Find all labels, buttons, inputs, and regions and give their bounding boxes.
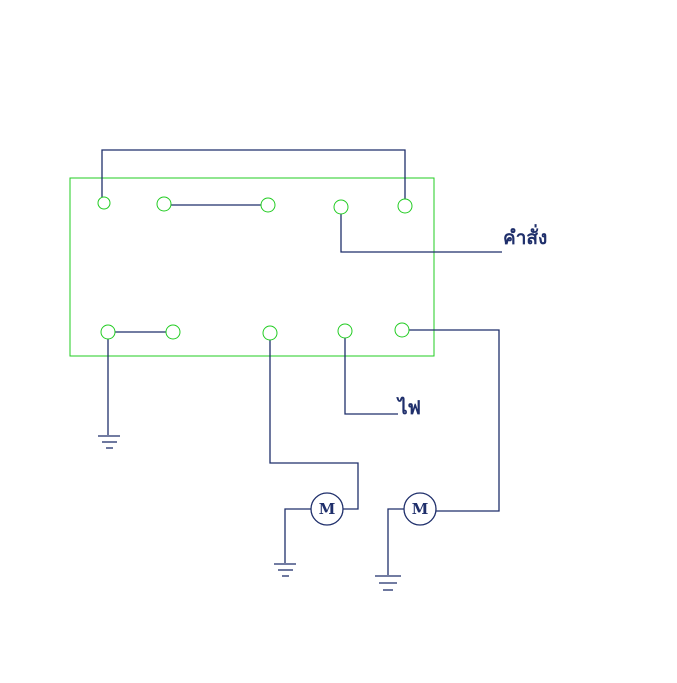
wire-power [344, 338, 398, 415]
relay-box [69, 177, 435, 357]
command-label: คำสั่ง [503, 224, 547, 249]
ground-symbol-icon [274, 563, 296, 577]
motor-right-label: M [412, 500, 429, 518]
wire-motor-right [409, 329, 500, 512]
terminal-circle-icon[interactable] [97, 196, 111, 210]
terminal-circle-icon[interactable] [165, 324, 181, 340]
wire-top-loop [101, 149, 406, 199]
terminal-circle-icon[interactable] [333, 199, 349, 215]
motor-icon [310, 492, 344, 526]
wires [101, 149, 502, 575]
terminal-circle-icon[interactable] [394, 322, 410, 338]
terminal-circle-icon[interactable] [397, 198, 413, 214]
ground-symbol-icon [375, 575, 401, 591]
wire-command [340, 214, 502, 253]
ground-symbol-icon [98, 435, 120, 449]
wire-motor-left-ground [284, 508, 311, 563]
terminal-circle-icon[interactable] [260, 197, 276, 213]
wire-motor-left [269, 340, 359, 510]
terminal-circle-icon[interactable] [262, 325, 278, 341]
terminal-circle-icon[interactable] [100, 324, 116, 340]
motor-left-label: M [319, 500, 336, 518]
terminal-circle-icon[interactable] [156, 196, 172, 212]
terminals-top [97, 196, 413, 215]
motor-right[interactable]: M [403, 492, 437, 526]
wire-motor-right-ground [387, 508, 404, 575]
motor-left[interactable]: M [310, 492, 344, 526]
power-label: ไฟ [396, 396, 421, 419]
terminal-circle-icon[interactable] [337, 323, 353, 339]
motor-icon [403, 492, 437, 526]
terminals-bottom [100, 322, 410, 341]
